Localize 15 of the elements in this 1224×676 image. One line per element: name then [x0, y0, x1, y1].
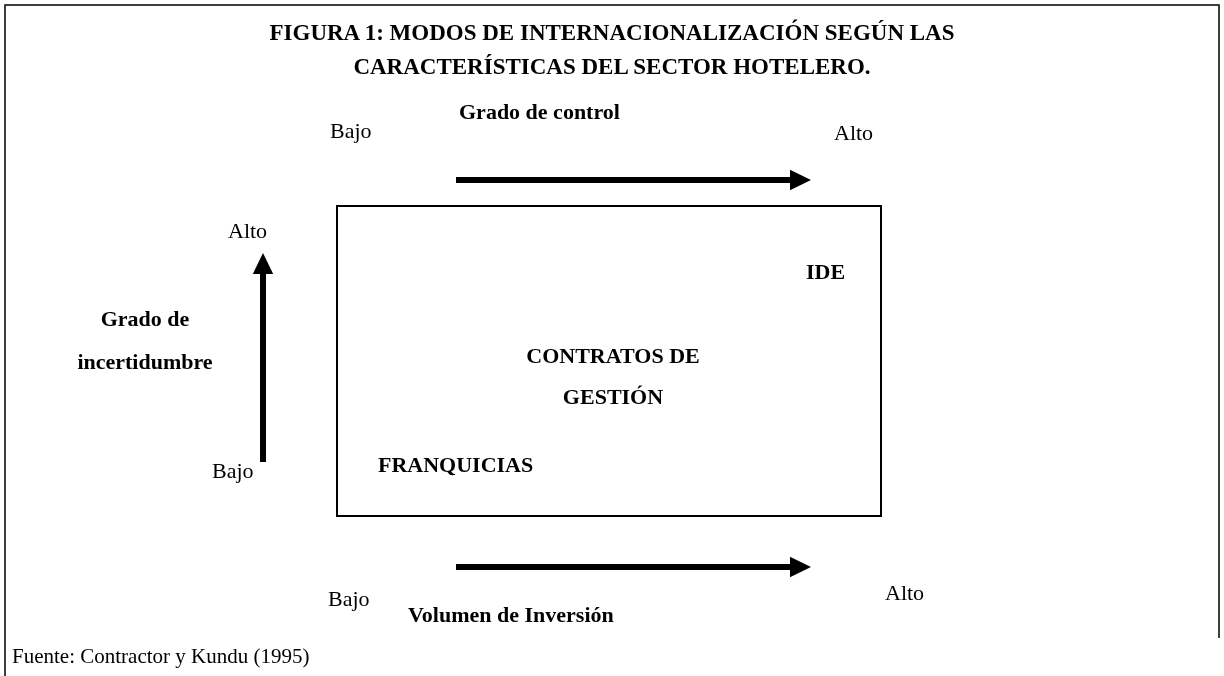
- axis-end-label: Alto: [228, 218, 268, 245]
- axis-end-label: Alto: [834, 120, 874, 147]
- entry-mode-label: FRANQUICIAS: [378, 452, 534, 479]
- axis-title: Grado de control: [459, 99, 620, 126]
- source-caption: Fuente: Contractor y Kundu (1995): [12, 644, 310, 670]
- entry-mode-label: IDE: [806, 259, 846, 286]
- axis-title: Grado de incertidumbre: [76, 305, 214, 376]
- axis-end-label: Bajo: [212, 458, 254, 485]
- entry-mode-label: CONTRATOS DE GESTIÓN: [525, 342, 701, 411]
- axis-end-label: Alto: [885, 580, 925, 607]
- axis-title: Volumen de Inversión: [408, 602, 614, 629]
- figure-title: FIGURA 1: MODOS DE INTERNACIONALIZACIÓN SEGÚN LAS CARACTERÍSTICAS DEL SECTOR HOTELERO.: [268, 18, 956, 81]
- axis-end-label: Bajo: [330, 118, 372, 145]
- quadrant-box: [336, 205, 882, 517]
- axis-end-label: Bajo: [328, 586, 370, 613]
